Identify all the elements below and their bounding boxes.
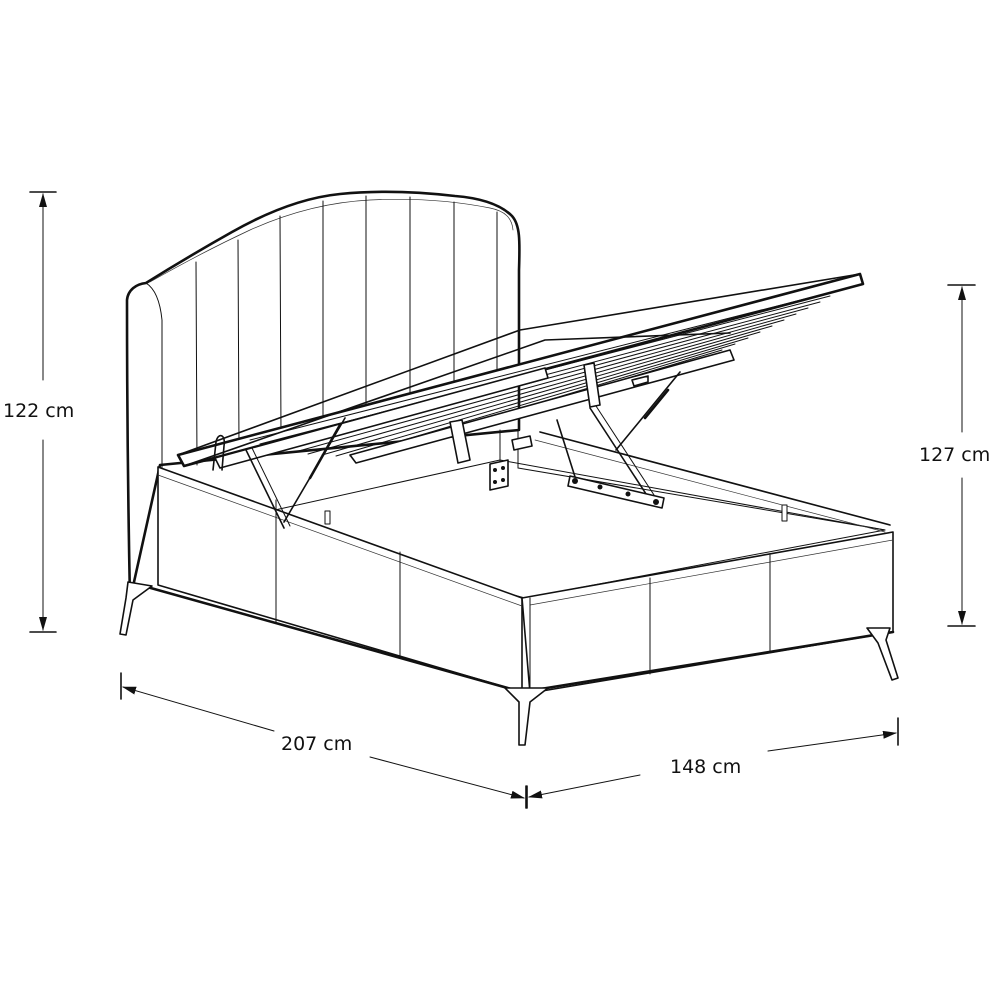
- corner-bracket: [489, 435, 533, 491]
- storage-base: [138, 429, 895, 694]
- dimension-label-height-headboard: 122 cm: [0, 400, 78, 422]
- dimension-label-length: 207 cm: [278, 733, 356, 755]
- dimension-line-207: [120, 672, 527, 809]
- dimension-label-width: 148 cm: [667, 756, 745, 778]
- gas-lift-mechanism-right: [556, 371, 681, 509]
- bed-legs: [119, 581, 899, 746]
- dimension-line-127: [947, 284, 976, 627]
- headboard: [125, 190, 521, 602]
- dimension-line-122: [29, 191, 57, 633]
- dimension-label-height-lifted-base: 127 cm: [916, 444, 994, 466]
- dimension-line-148: [526, 717, 899, 809]
- gas-lift-mechanism-left: [245, 417, 346, 529]
